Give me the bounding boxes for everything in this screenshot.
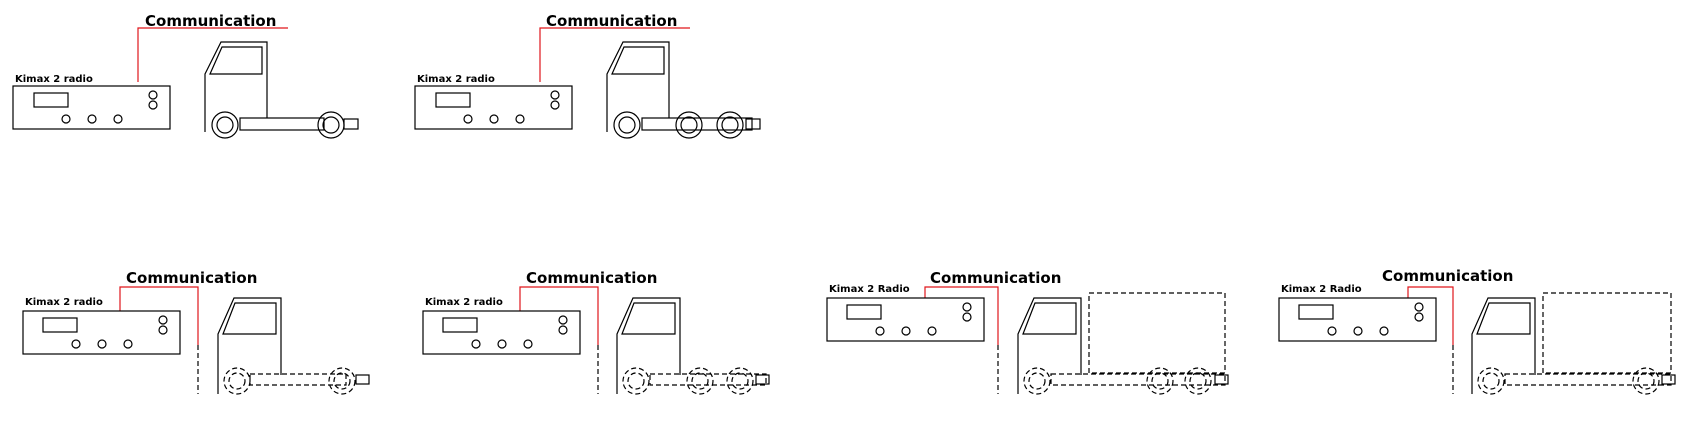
communication-label: Communication [546,12,677,30]
wheel [223,367,251,395]
wheel [328,367,356,395]
radio-button [497,339,507,349]
radio-label: Kimax 2 radio [15,74,93,85]
communication-line [1407,286,1454,345]
radio-button [471,339,481,349]
radio-knob [550,100,560,110]
radio-knob [148,90,158,100]
diagram-chassis-3-axle: Communication Kimax 2 radio [422,269,770,395]
wheel [1477,367,1505,395]
radio-unit [414,85,573,130]
radio-display [42,317,78,333]
wheel [1184,367,1212,395]
radio-display [33,92,69,108]
radio-unit [1278,297,1437,342]
radio-display [1298,304,1334,320]
wheel [211,111,239,139]
radio-button [113,114,123,124]
radio-display [442,317,478,333]
radio-knob [158,325,168,335]
radio-button [97,339,107,349]
diagram-box-truck-2-axle: Communication Kimax 2 Radio [1278,267,1676,395]
radio-display [435,92,471,108]
wheel [716,111,744,139]
radio-unit [22,310,181,355]
radio-button [463,114,473,124]
radio-label: Kimax 2 radio [425,297,503,308]
diagram-tractor-3-axle: Communication Kimax 2 radio [414,12,761,139]
communication-line [137,27,288,82]
wheel [1146,367,1174,395]
radio-knob [962,302,972,312]
radio-unit [12,85,171,130]
communication-label: Communication [526,269,657,287]
radio-button [489,114,499,124]
radio-unit [826,297,985,342]
radio-label: Kimax 2 radio [25,297,103,308]
radio-button [1327,326,1337,336]
radio-display [846,304,882,320]
radio-button [1379,326,1389,336]
radio-knob [1414,302,1424,312]
radio-label: Kimax 2 Radio [829,284,910,295]
cargo-box [1542,292,1672,374]
tractor-truck [204,41,359,139]
radio-button [87,114,97,124]
radio-knob [558,325,568,335]
communication-line [924,286,999,345]
wheel [622,367,650,395]
wheel [726,367,754,395]
radio-button [901,326,911,336]
radio-knob [148,100,158,110]
radio-knob [558,315,568,325]
diagram-chassis-2-axle: Communication Kimax 2 radio [22,269,370,395]
radio-button [875,326,885,336]
communication-label: Communication [145,12,276,30]
radio-button [1353,326,1363,336]
radio-button [123,339,133,349]
cargo-box [1088,292,1226,374]
radio-button [523,339,533,349]
diagram-tractor-2-axle: Communication Kimax 2 radio [12,12,359,139]
radio-label: Kimax 2 Radio [1281,284,1362,295]
wheel [317,111,345,139]
tractor-truck [606,41,761,139]
wheel [686,367,714,395]
radio-button [515,114,525,124]
communication-label: Communication [126,269,257,287]
radio-button [927,326,937,336]
box-truck [1017,292,1229,395]
communication-line [119,286,199,345]
radio-knob [550,90,560,100]
radio-button [61,114,71,124]
communication-line [539,27,690,82]
truck-chassis [616,297,770,395]
wheel [675,111,703,139]
communication-line [519,286,599,345]
wheel [1632,367,1660,395]
radio-knob [158,315,168,325]
radio-button [71,339,81,349]
radio-knob [1414,312,1424,322]
radio-knob [962,312,972,322]
wheel [1023,367,1051,395]
radio-label: Kimax 2 radio [417,74,495,85]
truck-chassis [217,297,370,395]
box-truck [1471,292,1676,395]
radio-unit [422,310,581,355]
communication-label: Communication [930,269,1061,287]
wheel [613,111,641,139]
communication-label: Communication [1382,267,1513,285]
diagram-box-truck-3-axle: Communication Kimax 2 Radio [826,269,1229,395]
